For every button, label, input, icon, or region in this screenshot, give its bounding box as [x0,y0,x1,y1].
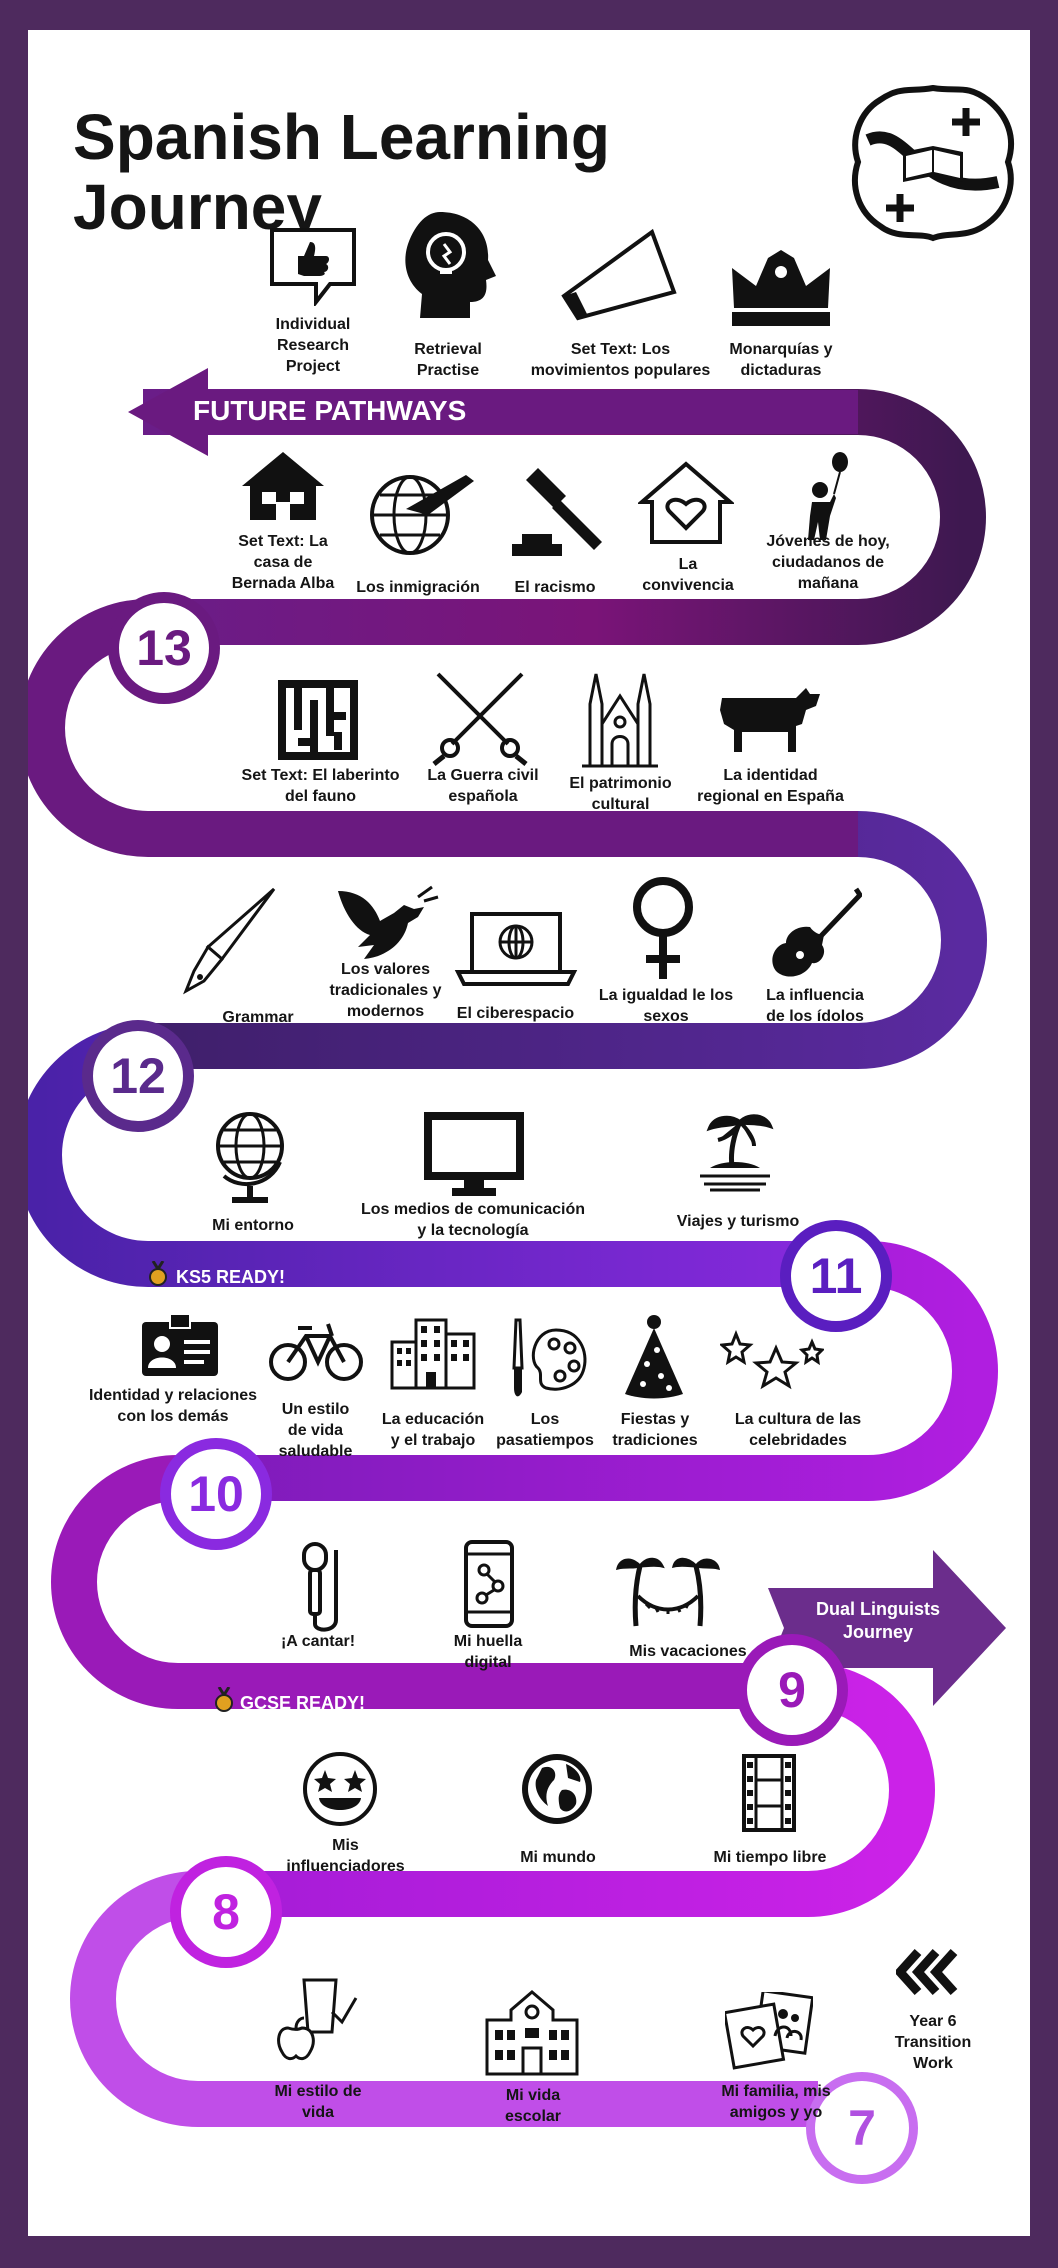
topic-label: Identidad y relaciones con los demás [88,1387,258,1425]
house-heart-icon [638,460,734,546]
stage-9: 9 [736,1634,848,1746]
topic-label: Mi mundo [520,1849,596,1866]
topic-label: La igualdad le los sexos [598,987,734,1025]
topic-label: La cultura de las celebridades [734,1411,862,1449]
topic-label: Mi huella digital [453,1633,523,1671]
topic-label: Set Text: Los movimientos populares [530,341,711,379]
dual-linguists-label: Dual Linguists Journey [815,1599,940,1643]
party-hat-icon [621,1314,687,1400]
cow-icon [716,684,824,754]
topic-label: Grammar [222,1009,294,1026]
cathedral-icon [578,670,662,770]
healthy-lifestyle-icon [274,1976,358,2062]
smartphone-network-icon [462,1538,516,1630]
person-balloon-icon [800,450,856,542]
topic-label: La Guerra civil española [427,767,539,805]
head-lightbulb-icon [400,210,496,320]
topic-label: Mi entorno [212,1217,294,1234]
topic-label: La convivencia [642,556,734,594]
school-crest-logo [848,82,1018,242]
topic-label: Monarquías y dictaduras [729,341,833,379]
family-photos-icon [725,1992,813,2072]
topic-label: La identidad regional en España [697,767,844,805]
poster: Spanish Learning Journey FUTURE PATHWAYS… [28,30,1030,2236]
megaphone-icon [558,226,678,326]
topic-label: Viajes y turismo [676,1213,800,1230]
ks5-ready-banner: KS5 READY! [176,1267,286,1287]
dove-icon [334,883,440,963]
fountain-pen-icon [182,885,278,995]
topic-label: Retrieval Practise [414,341,482,379]
topic-label: Individual Research Project [275,316,351,375]
stars-icon [720,1330,824,1396]
stage-11: 11 [780,1220,892,1332]
topic-label: Mis influenciadores [286,1837,405,1875]
topic-label: El ciberespacio [456,1005,575,1022]
chevrons-left-icon [896,1948,968,1996]
school-building-icon [483,1990,581,2076]
topic-label: El patrimonio cultural [569,775,672,813]
future-pathways-banner: FUTURE PATHWAYS [193,395,467,426]
gcse-ready-banner: GCSE READY! [240,1693,366,1713]
house-icon [240,450,326,522]
topic-label: Los medios de comunicación y la tecnolog… [360,1201,586,1239]
topic-label: El racismo [514,579,596,596]
stage-8: 8 [170,1856,282,1968]
thumbs-up-speech-icon [268,226,358,306]
stage-10: 10 [160,1438,272,1550]
electric-guitar-icon [770,885,862,983]
stage-12: 12 [82,1020,194,1132]
topic-label: Mi tiempo libre [713,1849,827,1866]
island-palm-icon [696,1112,774,1192]
city-buildings-icon [388,1316,478,1390]
hammock-palms-icon [616,1552,720,1628]
film-strip-icon [740,1752,798,1834]
year6-label: Year 6 Transition Work [894,2013,972,2072]
topic-label: ¡A cantar! [280,1633,356,1650]
id-badge-icon [140,1312,220,1378]
topic-label: Mi estilo de vida [274,2083,362,2121]
stage-13: 13 [108,592,220,704]
topic-label: Un estilo de vida saludable [278,1401,353,1460]
topic-label: Set Text: La casa de Bernada Alba [231,533,335,592]
crown-icon [728,248,834,328]
topic-label: Mi familia, mis amigos y yo [721,2083,831,2121]
medal-icon [148,1261,168,1287]
topic-label: Fiestas y tradiciones [612,1411,698,1449]
crossed-swords-icon [430,670,530,766]
topic-label: La educación y el trabajo [381,1411,485,1449]
microphone-icon [296,1540,346,1636]
stage-7: 7 [806,2072,918,2184]
topic-label: Los valores tradicionales y modernos [329,961,442,1020]
topic-label: Mis vacaciones [629,1643,747,1660]
desk-globe-icon [210,1106,294,1206]
topic-label: Jóvenes de hoy, ciudadanos de mañana [766,533,890,592]
world-globe-icon [518,1750,596,1828]
medal-icon [214,1687,234,1713]
topic-label: Mi vida escolar [504,2087,562,2125]
female-symbol-icon [628,875,698,983]
topic-label: La influencia de los ídolos [766,987,864,1025]
paint-palette-icon [506,1316,590,1402]
topic-label: Set Text: El laberinto del fauno [241,767,400,805]
star-eyes-emoji-icon [301,1750,379,1828]
bicycle-icon [268,1314,364,1382]
topic-label: Los inmigración [356,579,480,596]
maze-icon [278,680,358,760]
topic-label: Los pasatiempos [496,1411,594,1449]
globe-plane-icon [366,465,476,557]
monitor-icon [424,1112,524,1198]
gavel-icon [508,460,608,560]
laptop-globe-icon [454,910,578,988]
